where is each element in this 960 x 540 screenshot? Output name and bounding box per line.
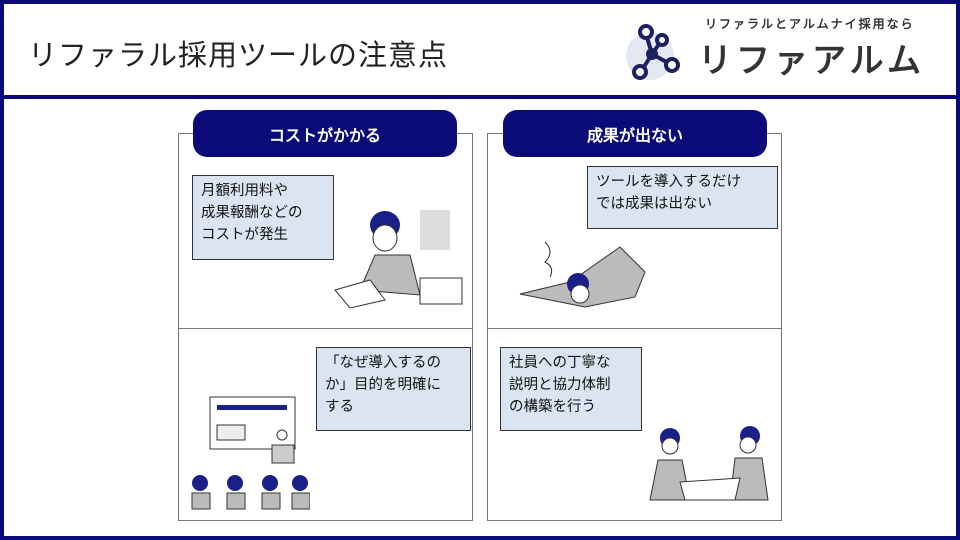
worried-woman-illustration bbox=[334, 210, 463, 309]
text-line: 月額利用料や bbox=[201, 183, 288, 199]
logo-tagline: リファラルとアルムナイ採用なら bbox=[705, 17, 915, 31]
logo-name: リファアルム bbox=[698, 41, 925, 81]
page-title: リファラル採用ツールの注意点 bbox=[28, 38, 449, 72]
text-line: の構築を行う bbox=[509, 399, 596, 415]
text-line: では成果は出ない bbox=[596, 196, 712, 212]
solution-box-cost: 「なぜ導入するの か」目的を明確に する bbox=[316, 347, 471, 431]
network-logo-icon bbox=[626, 24, 680, 80]
solution-box-results: 社員への丁寧な 説明と協力体制 の構築を行う bbox=[500, 347, 642, 431]
presentation-illustration bbox=[191, 396, 310, 510]
header-divider bbox=[0, 95, 960, 99]
text-line: 説明と協力体制 bbox=[509, 377, 611, 393]
text-line: ツールを導入するだけ bbox=[596, 174, 741, 190]
heading-results: 成果が出ない bbox=[503, 110, 767, 157]
text-line: 社員への丁寧な bbox=[509, 355, 611, 371]
problem-box-cost: 月額利用料や 成果報酬などの コストが発生 bbox=[192, 175, 334, 260]
problem-box-results: ツールを導入するだけ では成果は出ない bbox=[587, 166, 778, 229]
text-line: 成果報酬などの bbox=[201, 205, 303, 221]
discussion-illustration bbox=[649, 426, 769, 501]
text-line: する bbox=[325, 399, 354, 415]
text-line: コストが発生 bbox=[201, 227, 288, 243]
collapsed-man-illustration bbox=[519, 241, 646, 308]
text-line: 「なぜ導入するの bbox=[325, 355, 441, 371]
logo: リファラルとアルムナイ採用なら リファアルム bbox=[620, 10, 940, 88]
heading-cost: コストがかかる bbox=[193, 110, 457, 157]
text-line: か」目的を明確に bbox=[325, 377, 441, 393]
